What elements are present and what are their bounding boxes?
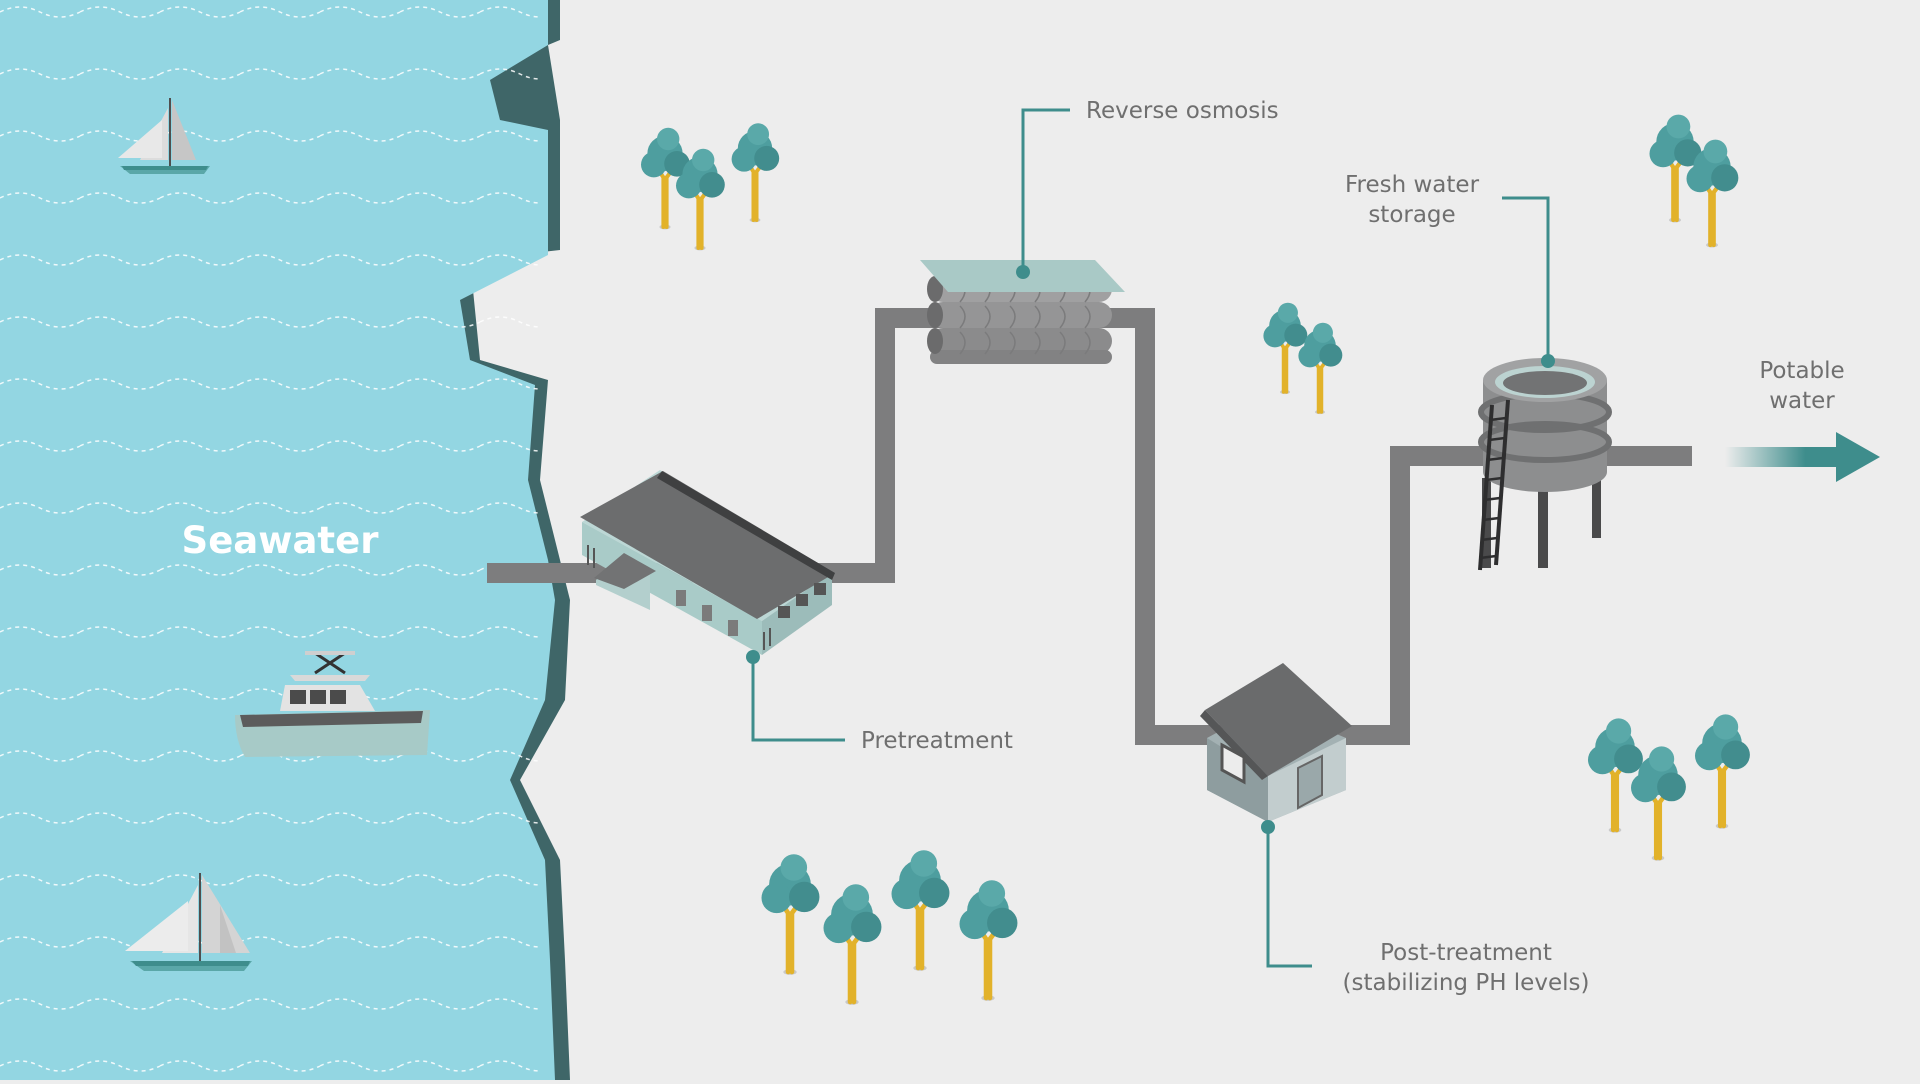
callout-dots [746,265,1555,834]
motorboat-icon [235,651,430,757]
tree-icon [824,884,882,1005]
potable-water-sublabel: water [1769,388,1835,414]
seawater-label: Seawater [182,519,380,562]
post-treatment-sublabel: (stabilizing PH levels) [1343,970,1590,996]
tree-icon [729,121,782,225]
storage-sublabel: storage [1368,202,1455,228]
arrow-right-icon [1725,432,1880,482]
house-icon [1200,663,1352,822]
tree-icon [1695,714,1750,828]
tree-icon [892,850,950,971]
pipeline [487,308,1692,745]
tree-icon [1261,300,1310,396]
reverse-osmosis-label: Reverse osmosis [1086,98,1279,124]
potable-water-label: Potable [1759,358,1844,384]
storage-label: Fresh water [1345,172,1480,198]
tree-icon [762,854,820,975]
post-treatment-label: Post-treatment [1380,940,1552,966]
callout-lines [751,108,1550,968]
sailboat-icon [125,873,252,971]
tree-icon [1588,718,1643,832]
factory-icon [580,470,835,655]
sailboat-icon [118,98,210,174]
pretreatment-label: Pretreatment [861,728,1013,754]
water-tower-icon [1478,358,1612,571]
tree-icon [960,880,1018,1001]
sea [0,0,570,1080]
